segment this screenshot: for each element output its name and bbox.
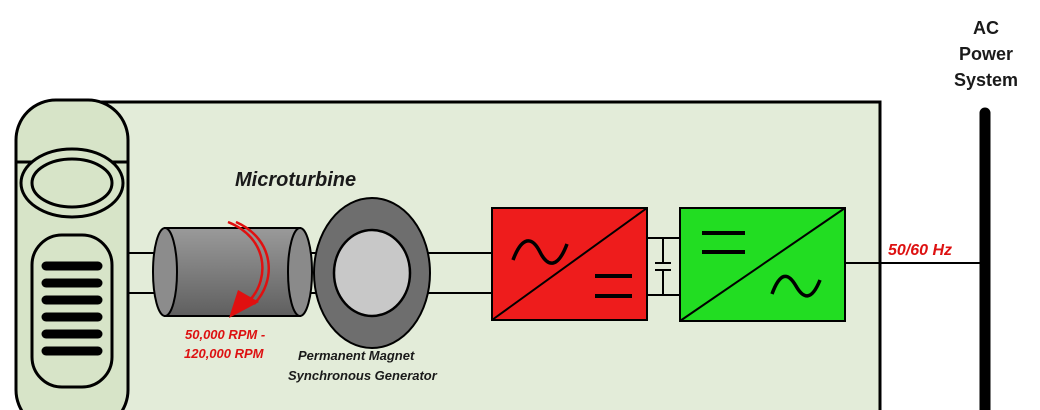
turbine-cylinder: [152, 227, 313, 317]
generator-label-line1: Permanent Magnet: [298, 348, 415, 363]
grille-slots: [41, 261, 103, 356]
grid-label-line1: AC: [973, 18, 999, 38]
frequency-label: 50/60 Hz: [888, 242, 952, 259]
dc-bars-icon: [595, 274, 632, 298]
inverter-dc-bars-icon: [702, 231, 745, 254]
generator-label-line2: Synchronous Generator: [288, 368, 438, 383]
inverter-block: [679, 207, 846, 322]
rectifier-block: [491, 207, 648, 321]
diagram-title: Microturbine: [235, 169, 356, 191]
rpm-label-line2: 120,000 RPM: [184, 346, 265, 361]
grid-label-line2: Power: [959, 44, 1013, 64]
intake-grille-icon: [30, 233, 114, 389]
dc-link-capacitor: [647, 237, 680, 296]
grid-label-line3: System: [954, 70, 1018, 90]
pmsg-generator: [313, 197, 431, 349]
generator-rotor: [332, 228, 412, 318]
inverter-ac-sine-icon: [770, 274, 822, 298]
ac-sine-icon: [511, 239, 569, 265]
rotation-arrow-icon: [227, 220, 270, 318]
air-intake-housing: [14, 98, 130, 410]
rpm-label-line1: 50,000 RPM -: [185, 327, 265, 342]
